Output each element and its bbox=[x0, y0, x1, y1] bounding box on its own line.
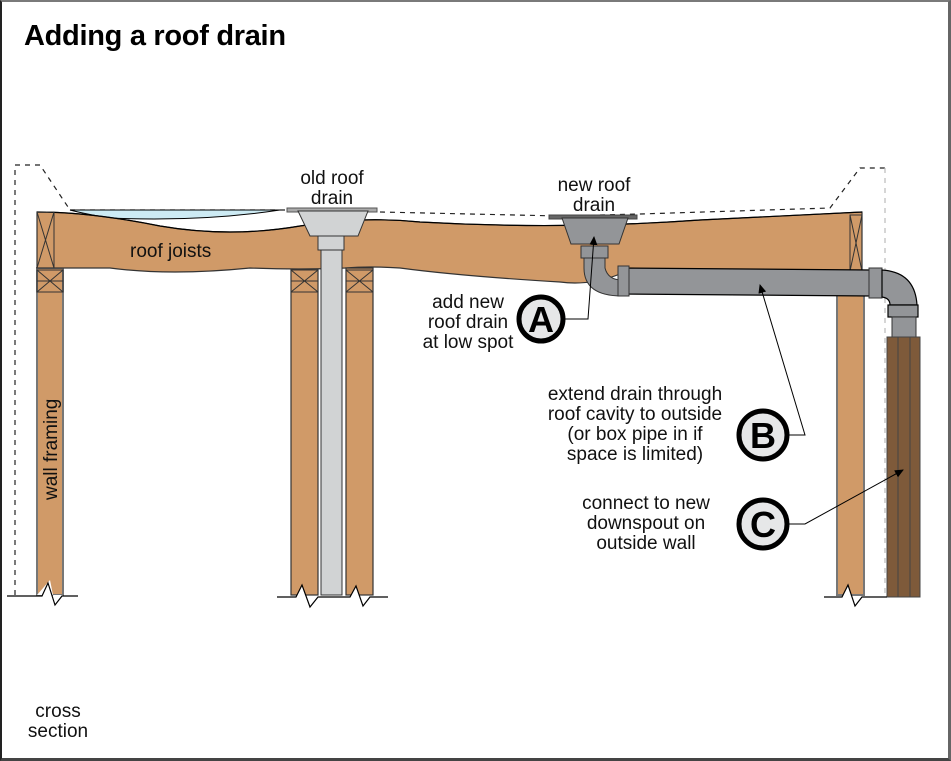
downspout bbox=[886, 336, 921, 598]
diagram-title: Adding a roof drain bbox=[24, 20, 286, 52]
callout-b: B extend drain through roof cavity to ou… bbox=[548, 284, 806, 465]
callout-b-letter: B bbox=[750, 415, 776, 456]
callout-b-text-line4: space is limited) bbox=[567, 444, 703, 465]
callout-a-text-line2: roof drain bbox=[428, 312, 508, 333]
callout-c-letter: C bbox=[750, 504, 776, 545]
callout-a: A add new roof drain at low spot bbox=[423, 236, 598, 353]
callout-b-text-line1: extend drain through bbox=[548, 384, 722, 405]
cross-section-label-line2: section bbox=[28, 721, 88, 742]
callout-c-text-line1: connect to new bbox=[582, 493, 710, 514]
old-roof-drain-label-line1: old roof bbox=[300, 168, 364, 189]
wall-stud-center-right bbox=[345, 267, 374, 596]
callout-a-letter: A bbox=[528, 299, 554, 340]
callout-a-text-line3: at low spot bbox=[423, 332, 515, 353]
new-roof-drain-label-line2: drain bbox=[573, 195, 615, 216]
new-roof-drain bbox=[548, 214, 638, 259]
wall-framing-label: wall framing bbox=[41, 399, 62, 501]
callout-c-text-line3: outside wall bbox=[596, 533, 695, 554]
wall-stud-right bbox=[836, 294, 865, 596]
wall-stud-center-left bbox=[290, 267, 319, 596]
new-roof-drain-label-line1: new roof bbox=[558, 175, 632, 196]
callout-a-text-line1: add new bbox=[432, 292, 504, 313]
roof-surface-dashed-line bbox=[70, 167, 885, 217]
blocking-center bbox=[290, 269, 374, 293]
roof-joists-label: roof joists bbox=[130, 241, 211, 262]
ponding-water bbox=[69, 209, 281, 220]
callout-b-text-line3: (or box pipe in if bbox=[567, 424, 703, 445]
left-parapet-outline bbox=[14, 164, 71, 595]
old-roof-drain-label-line2: drain bbox=[311, 188, 353, 209]
cross-section-label-line1: cross bbox=[35, 701, 80, 722]
blocking-left bbox=[36, 211, 64, 293]
callout-c-text-line2: downspout on bbox=[587, 513, 705, 534]
old-roof-drain bbox=[286, 207, 378, 596]
new-drain-pipe bbox=[583, 257, 919, 340]
callout-c: C connect to new downspout on outside wa… bbox=[582, 469, 904, 554]
blocking-right bbox=[849, 214, 863, 272]
callout-b-text-line2: roof cavity to outside bbox=[548, 404, 722, 425]
break-lines bbox=[7, 581, 887, 609]
